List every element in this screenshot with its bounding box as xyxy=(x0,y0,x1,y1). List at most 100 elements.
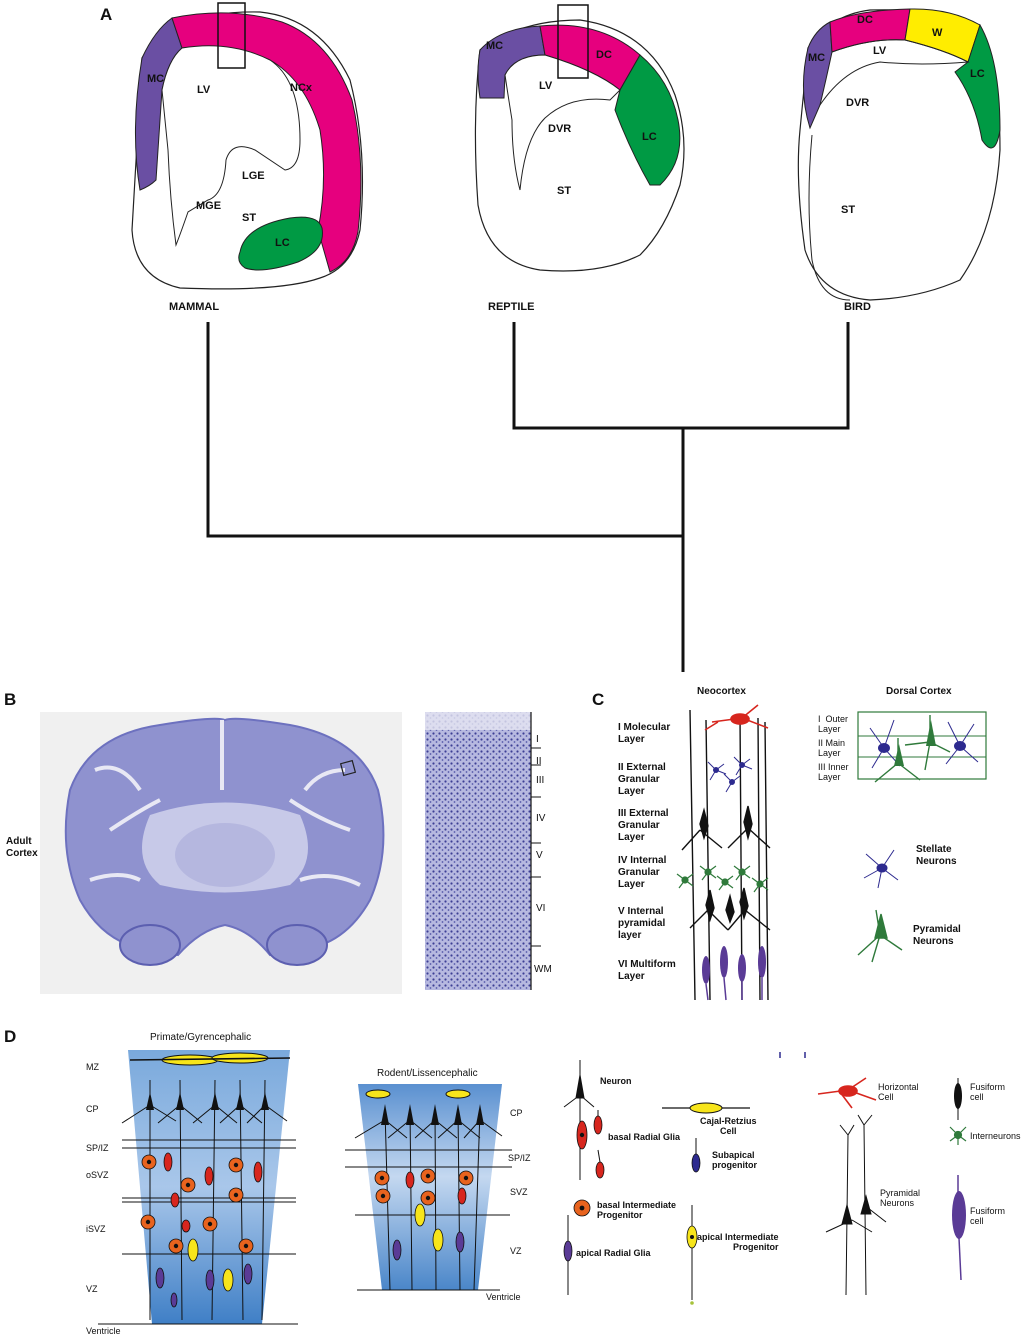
interneurons-green xyxy=(676,865,769,893)
basal-rg-icon xyxy=(576,1110,605,1179)
pyramidal-neurons-label: Pyramidal Neurons xyxy=(913,924,961,947)
horizontal-cell-red xyxy=(704,704,769,731)
reptile-lc-region xyxy=(614,54,681,186)
reptile-lc-label: LC xyxy=(642,131,657,143)
legend-pyramidal: Pyramidal Neurons xyxy=(880,1188,921,1208)
rodent-zone-svz: SVZ xyxy=(510,1187,528,1197)
stellate-neurons-label: Stellate Neurons xyxy=(916,844,957,867)
cajal-retzius-icon xyxy=(662,1102,750,1114)
layer-label-vi: VI xyxy=(536,903,546,914)
legend-icons xyxy=(563,1052,967,1305)
legend-fusiform-1: Fusiform cell xyxy=(970,1082,1006,1102)
primate-zone-mz: MZ xyxy=(86,1062,99,1072)
bird-lv-label: LV xyxy=(873,45,887,57)
bird-w-label: W xyxy=(932,27,943,39)
primate-zone-cp: CP xyxy=(86,1104,99,1114)
dorsal-layer-i: I Outer Layer xyxy=(818,714,849,734)
legend-fusiform-2: Fusiform cell xyxy=(970,1206,1006,1226)
reptile-dvr-label: DVR xyxy=(548,123,572,135)
nissl-cortex-strip xyxy=(425,712,541,990)
primate-zone-ventricle: Ventricle xyxy=(86,1326,121,1336)
dorsal-layer-iii: III Inner Layer xyxy=(818,762,849,782)
mammal-mge-label: MGE xyxy=(196,200,222,212)
legend-basal-ip: basal Intermediate Progenitor xyxy=(597,1200,677,1220)
legend-apical-ip: apical Intermediate Progenitor xyxy=(697,1232,779,1252)
bird-mc-label: MC xyxy=(808,52,826,64)
legend-cajal: Cajal-Retzius Cell xyxy=(700,1116,757,1136)
fusiform-icon-black xyxy=(954,1078,962,1120)
stellate-neuron-icon xyxy=(863,849,899,889)
layer-label-iv: IV xyxy=(536,813,546,824)
apical-ip-icon xyxy=(686,1205,698,1305)
primate-zone-osvz: oSVZ xyxy=(86,1170,109,1180)
dorsal-cortex-title: Dorsal Cortex xyxy=(886,686,952,697)
bird-mc-region xyxy=(803,21,833,130)
mammal-lge-label: LGE xyxy=(242,170,265,182)
reptile-dc-label: DC xyxy=(596,49,612,61)
neo-layer-iii: III External Granular Layer xyxy=(618,808,669,843)
panel-letter-c: C xyxy=(592,690,605,709)
adult-cortex-label: Adult Cortex xyxy=(6,836,38,859)
mammal-lc-region xyxy=(238,216,323,271)
reptile-mc-label: MC xyxy=(486,40,504,52)
rodent-zone-cp: CP xyxy=(510,1108,523,1118)
layer-label-ii: II xyxy=(536,756,542,767)
mammal-lv-label: LV xyxy=(197,84,211,96)
fusiform-cells-purple xyxy=(702,946,766,1001)
basal-ip-icon xyxy=(573,1199,591,1217)
neocortex-neurons xyxy=(681,709,771,1001)
subapical-icon xyxy=(691,1138,701,1173)
legend-interneurons: Interneurons xyxy=(970,1131,1021,1141)
legend-horizontal: Horizontal Cell xyxy=(878,1082,919,1102)
bird-brain xyxy=(797,8,1001,301)
reptile-lv-label: LV xyxy=(539,80,553,92)
reptile-brain xyxy=(474,4,685,272)
bird-inner-line xyxy=(808,134,851,301)
layer-label-wm: WM xyxy=(534,964,552,975)
mammal-lc-label: LC xyxy=(275,237,290,249)
pyramidal-neuron-icon xyxy=(857,909,903,963)
reptile-inset-box xyxy=(557,4,589,79)
mammal-ncx-label: NCx xyxy=(290,82,313,94)
mammal-lv-cavity xyxy=(161,45,301,247)
mammal-name: MAMMAL xyxy=(169,301,220,313)
phylogeny-tree xyxy=(206,322,850,672)
neocortex-title: Neocortex xyxy=(697,686,746,697)
dorsal-layer-ii: II Main Layer xyxy=(818,738,846,758)
rodent-zone-vz: VZ xyxy=(510,1246,522,1256)
layer-label-iii: III xyxy=(536,775,545,786)
legend-neuron: Neuron xyxy=(600,1076,632,1086)
legend-basal-rg: basal Radial Glia xyxy=(608,1132,681,1142)
mammal-mc-region xyxy=(134,17,183,191)
primate-zone-isvz: iSVZ xyxy=(86,1224,106,1234)
mammal-brain xyxy=(131,2,364,290)
mammal-inset-box xyxy=(217,2,246,69)
bird-lc-label: LC xyxy=(970,68,985,80)
bird-name: BIRD xyxy=(844,301,871,313)
fusiform-icon-purple xyxy=(952,1175,966,1281)
panel-letter-d: D xyxy=(4,1027,17,1046)
reptile-lv-cavity xyxy=(504,54,621,191)
bird-lv-line xyxy=(819,39,970,106)
primate-column xyxy=(98,1050,298,1325)
horizontal-cell-icon xyxy=(817,1077,877,1109)
bird-lc-region xyxy=(954,23,1001,149)
mammal-st-label: ST xyxy=(242,212,257,224)
layer-label-i: I xyxy=(536,734,539,745)
primate-zone-vz: VZ xyxy=(86,1284,98,1294)
layer-label-v: V xyxy=(536,850,543,861)
interneuron-icon xyxy=(949,1126,967,1145)
neuron-icon xyxy=(563,1060,595,1180)
nissl-coronal-section xyxy=(40,712,402,994)
legend-apical-rg: apical Radial Glia xyxy=(576,1248,651,1258)
primate-title: Primate/Gyrencephalic xyxy=(150,1032,252,1043)
neo-layer-iv: IV Internal Granular Layer xyxy=(618,855,667,890)
reptile-st-label: ST xyxy=(557,185,572,197)
pyramidal-neurons-icon xyxy=(825,1114,887,1296)
rodent-zone-ventricle: Ventricle xyxy=(486,1292,521,1302)
reptile-name: REPTILE xyxy=(488,301,535,313)
neo-layer-vi: VI Multiform Layer xyxy=(618,959,676,982)
mammal-ncx-region xyxy=(171,12,362,273)
bird-st-label: ST xyxy=(841,204,856,216)
